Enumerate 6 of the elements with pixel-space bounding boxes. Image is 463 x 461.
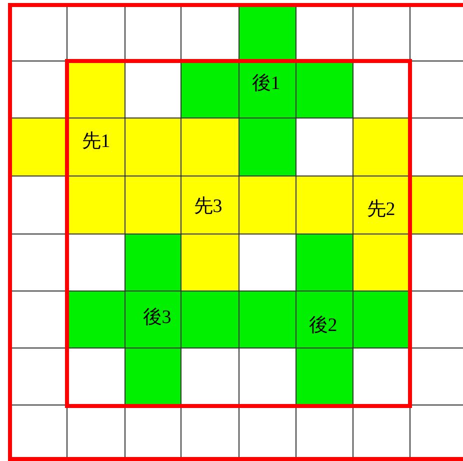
cell-label: 先1	[82, 132, 110, 152]
cell-label: 後2	[308, 316, 338, 336]
cell-label: 先2	[366, 200, 396, 220]
cell-label: 先3	[194, 197, 222, 217]
cell-label: 後1	[252, 74, 280, 94]
cell-label: 後3	[142, 308, 172, 328]
